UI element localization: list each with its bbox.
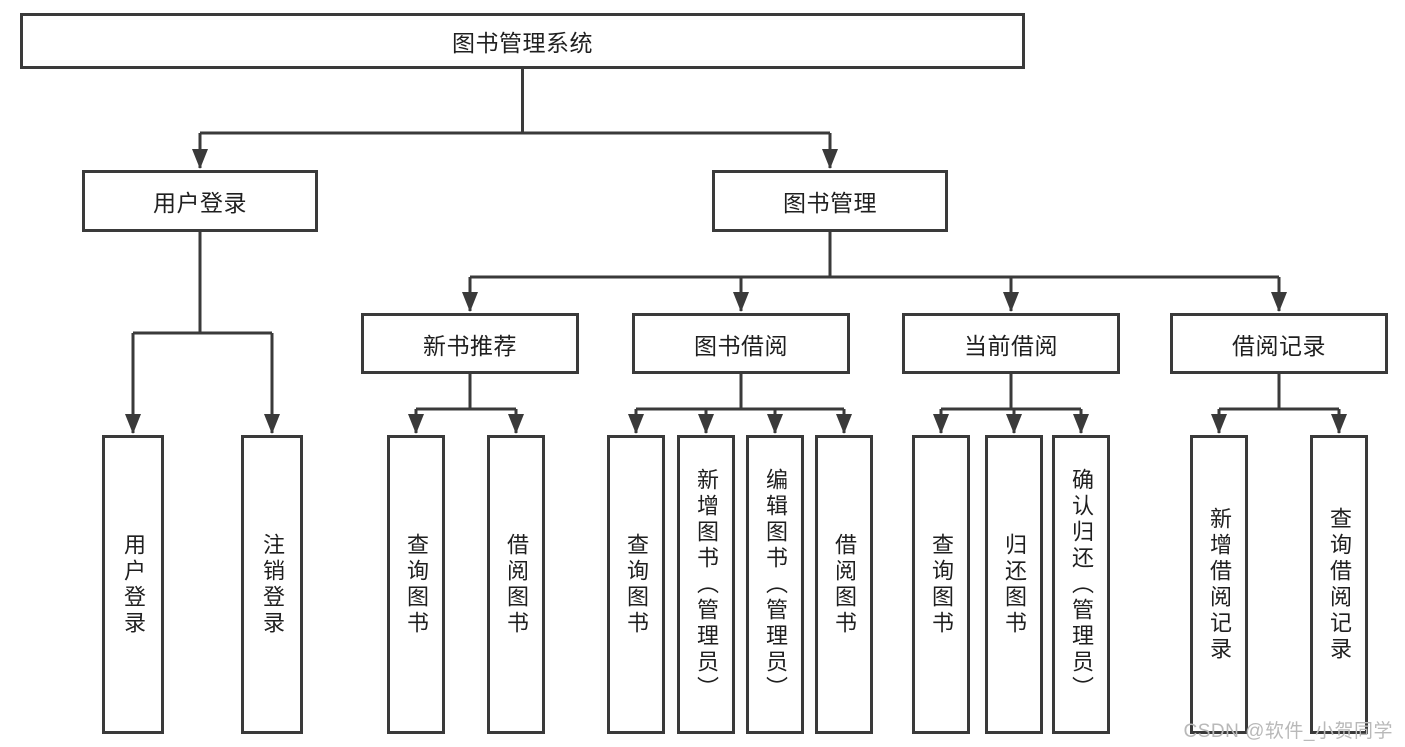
conn-book-manage-arrow-0	[462, 292, 478, 312]
conn-book-borrow-arrow-0	[628, 414, 644, 434]
node-box-new-book-recommend[interactable]	[361, 313, 579, 374]
node-box-borrow-book-1[interactable]	[487, 435, 545, 734]
conn-book-borrow-arrow-2	[767, 414, 783, 434]
node-box-query-book-1[interactable]	[387, 435, 445, 734]
node-box-confirm-return-admin[interactable]	[1052, 435, 1110, 734]
conn-current-borrow-arrow-2	[1073, 414, 1089, 434]
node-box-borrow-record[interactable]	[1170, 313, 1388, 374]
conn-user-login-arrow-0	[125, 414, 141, 434]
node-box-add-borrow-record[interactable]	[1190, 435, 1248, 734]
node-box-user-login[interactable]	[82, 170, 318, 232]
conn-current-borrow-arrow-0	[933, 414, 949, 434]
node-box-current-borrow[interactable]	[902, 313, 1120, 374]
conn-borrow-record-arrow-1	[1331, 414, 1347, 434]
conn-root-arrow-0	[192, 149, 208, 169]
conn-root-arrow-1	[822, 149, 838, 169]
conn-new-book-recommend-arrow-1	[508, 414, 524, 434]
node-box-user-login-do[interactable]	[102, 435, 164, 734]
conn-book-borrow-arrow-1	[698, 414, 714, 434]
node-box-edit-book-admin[interactable]	[746, 435, 804, 734]
node-box-query-book-2[interactable]	[607, 435, 665, 734]
conn-borrow-record-arrow-0	[1211, 414, 1227, 434]
conn-user-login-arrow-1	[264, 414, 280, 434]
node-box-query-borrow-record[interactable]	[1310, 435, 1368, 734]
node-box-query-book-3[interactable]	[912, 435, 970, 734]
boxes-layer	[20, 13, 1388, 734]
node-box-user-logout[interactable]	[241, 435, 303, 734]
conn-book-manage-arrow-1	[733, 292, 749, 312]
node-box-root[interactable]	[20, 13, 1025, 69]
connectors-layer	[125, 69, 1347, 434]
node-box-book-manage[interactable]	[712, 170, 948, 232]
node-box-add-book-admin[interactable]	[677, 435, 735, 734]
conn-book-manage-arrow-2	[1003, 292, 1019, 312]
conn-current-borrow-arrow-1	[1006, 414, 1022, 434]
node-box-return-book[interactable]	[985, 435, 1043, 734]
conn-book-borrow-arrow-3	[836, 414, 852, 434]
conn-book-manage-arrow-3	[1271, 292, 1287, 312]
node-box-book-borrow[interactable]	[632, 313, 850, 374]
conn-new-book-recommend-arrow-0	[408, 414, 424, 434]
node-box-borrow-book-2[interactable]	[815, 435, 873, 734]
